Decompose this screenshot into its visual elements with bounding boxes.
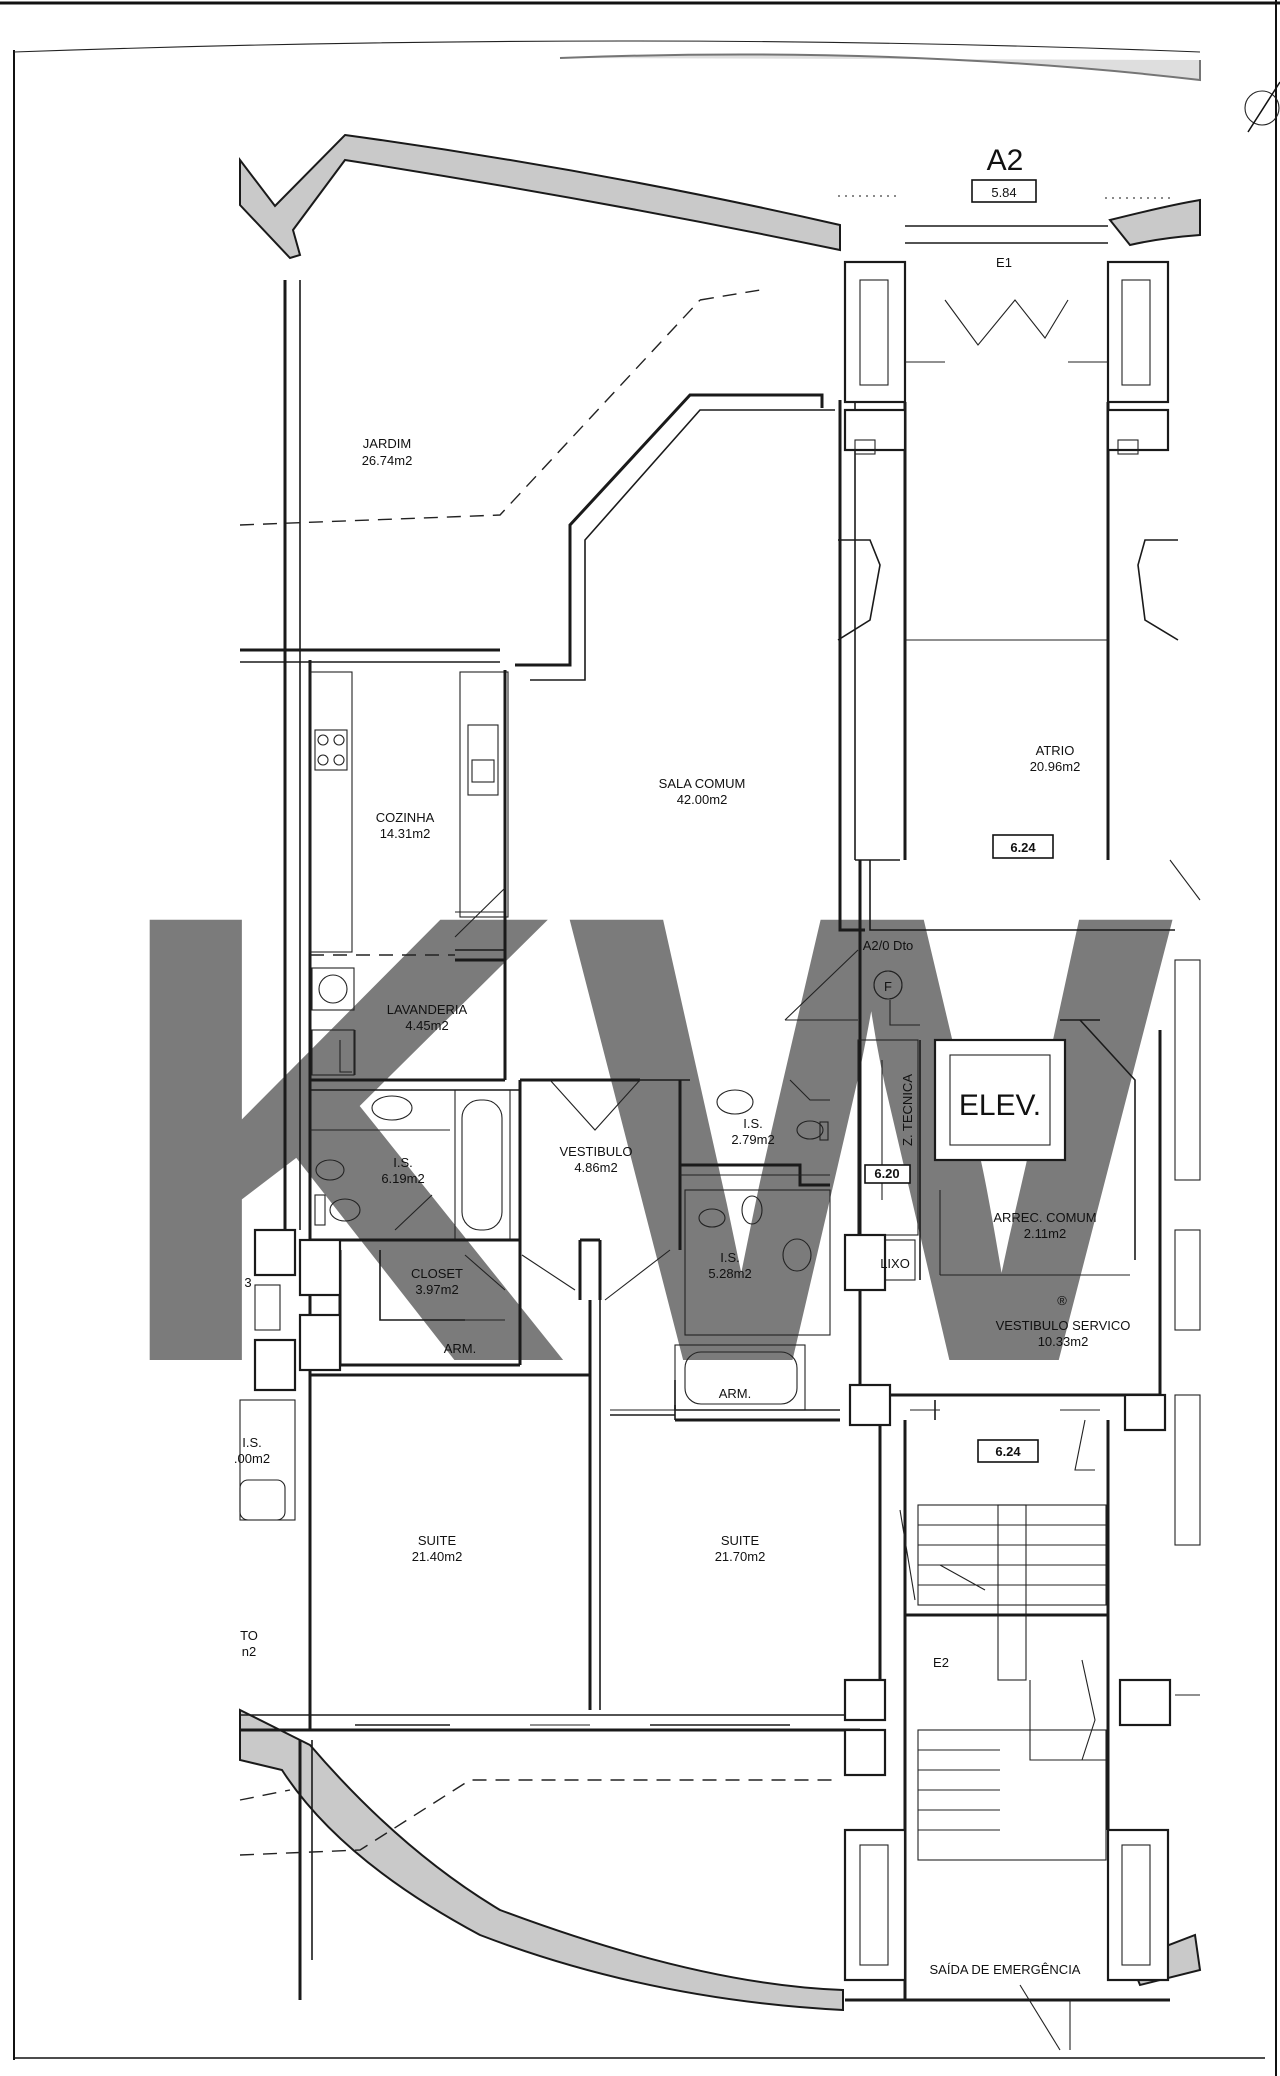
- edge-label-is-area: .00m2: [234, 1451, 270, 1466]
- room-atrio-area: 20.96m2: [1030, 759, 1081, 774]
- room-closet-area: 3.97m2: [415, 1282, 458, 1297]
- room-cozinha-name: COZINHA: [376, 810, 435, 825]
- room-is2-name: I.S.: [743, 1116, 763, 1131]
- room-arrec-area: 2.11m2: [1024, 1226, 1066, 1241]
- room-arrec-name: ARREC. COMUM: [993, 1210, 1096, 1225]
- stairs-e2: [899, 1420, 1110, 2000]
- block-label: A2: [987, 144, 1024, 177]
- room-suite2-name: SUITE: [721, 1533, 760, 1548]
- bathrooms-2-3: [674, 1079, 840, 1422]
- north-arrow-icon: [1244, 81, 1280, 133]
- emergency-exit-label: SAÍDA DE EMERGÊNCIA: [930, 1962, 1081, 1977]
- room-suite2-area: 21.70m2: [715, 1549, 766, 1564]
- edge-label-to: TO: [240, 1628, 258, 1643]
- room-vestibulo-area: 4.86m2: [574, 1160, 617, 1175]
- exit-door: [845, 1984, 1170, 2051]
- block-dim-box: [971, 179, 1037, 203]
- core-e1: [837, 195, 1179, 860]
- room-is1-area: 6.19m2: [381, 1171, 424, 1186]
- edge-label-3: 3: [244, 1275, 251, 1290]
- block-dim: 5.84: [991, 185, 1016, 200]
- room-atrio-name: ATRIO: [1036, 743, 1075, 758]
- room-jardim-name: JARDIM: [363, 436, 411, 451]
- arm-label-1: ARM.: [444, 1341, 477, 1356]
- room-is3-name: I.S.: [720, 1250, 740, 1265]
- room-suite1-name: SUITE: [418, 1533, 457, 1548]
- unit-letter-marker: F: [873, 970, 903, 1000]
- registered-mark: ®: [1057, 1293, 1067, 1308]
- garden-dashes: [239, 289, 840, 1856]
- room-cozinha-area: 14.31m2: [380, 826, 431, 841]
- room-vest-serv-area: 10.33m2: [1038, 1334, 1089, 1349]
- room-sala-name: SALA COMUM: [659, 776, 746, 791]
- vestibulo-block: [520, 1078, 690, 1301]
- elevator-label: ELEV.: [959, 1089, 1041, 1122]
- z-tecnica-label: Z. TECNICA: [900, 1074, 915, 1146]
- dim-vest: 6.24: [995, 1444, 1021, 1459]
- room-lavanderia-name: LAVANDERIA: [387, 1002, 468, 1017]
- shafts-columns: [239, 408, 1201, 1982]
- kitchen-block: [309, 670, 509, 1082]
- room-vestibulo-name: VESTIBULO: [560, 1144, 633, 1159]
- room-lavanderia-area: 4.45m2: [405, 1018, 448, 1033]
- dim-vest-box: [977, 1439, 1039, 1463]
- room-sala-area: 42.00m2: [677, 792, 728, 807]
- room-is1-name: I.S.: [393, 1155, 413, 1170]
- entrance-e2: E2: [933, 1655, 949, 1670]
- dim-tec: 6.20: [874, 1166, 899, 1181]
- service-core: [784, 860, 1175, 1471]
- room-closet-name: CLOSET: [411, 1266, 463, 1281]
- room-suite1-area: 21.40m2: [412, 1549, 463, 1564]
- room-vest-serv-name: VESTIBULO SERVICO: [996, 1318, 1131, 1333]
- room-jardim-area: 26.74m2: [362, 453, 413, 468]
- entrance-e1: E1: [996, 255, 1012, 270]
- dim-atrio: 6.24: [1010, 840, 1036, 855]
- edge-label-is: I.S.: [242, 1435, 262, 1450]
- lixo-label: LIXO: [880, 1256, 910, 1271]
- bathroom-1: [310, 1080, 522, 1250]
- room-is3-area: 5.28m2: [708, 1266, 751, 1281]
- svg-text:F: F: [884, 979, 892, 994]
- unit-label: A2/0 Dto: [863, 938, 914, 953]
- arm-label-2: ARM.: [719, 1386, 752, 1401]
- suites-block: [310, 1300, 882, 1726]
- dim-atrio-box: [992, 834, 1054, 859]
- room-is2-area: 2.79m2: [731, 1132, 774, 1147]
- edge-label-n2: n2: [242, 1644, 256, 1659]
